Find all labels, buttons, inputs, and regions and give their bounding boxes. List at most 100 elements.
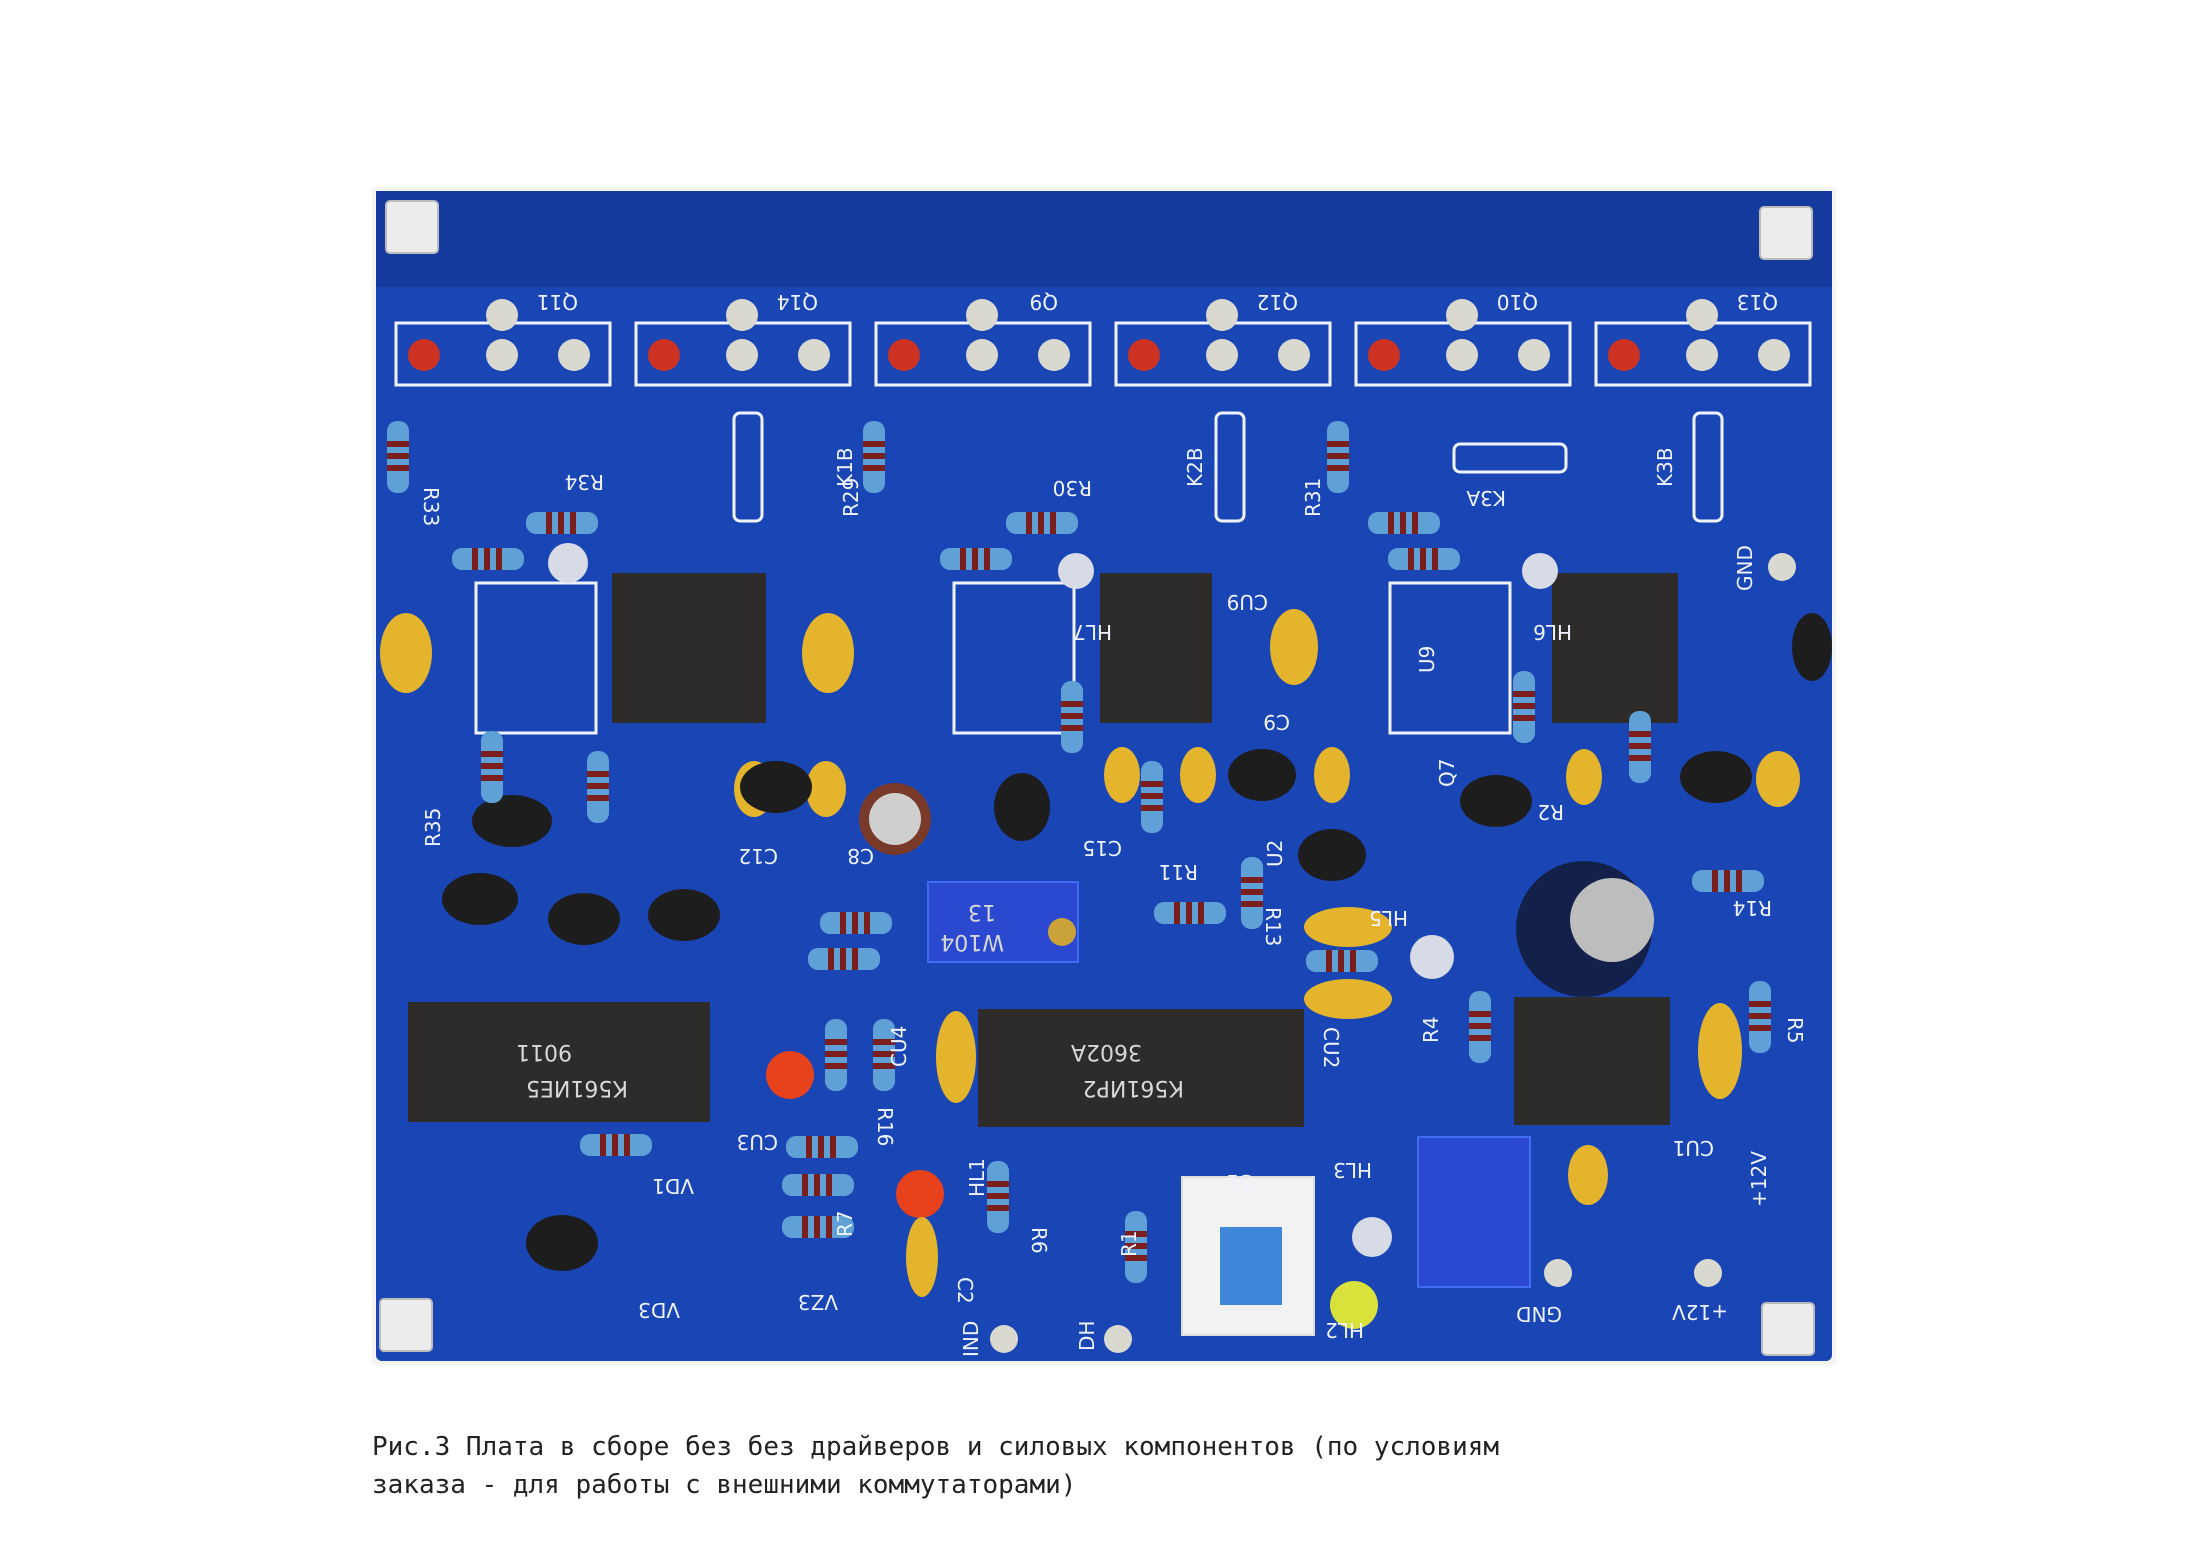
ceramic-capacitor [936,1011,976,1103]
led-yellow [1330,1281,1378,1329]
resistor-band [826,1216,832,1238]
resistor-band [873,1039,895,1045]
to92-transistor [1298,829,1366,881]
silk-label: VD3 [638,1298,680,1322]
ceramic-capacitor [1566,749,1602,805]
socket-pad [1686,339,1718,371]
silk-label: +12V [1747,1151,1771,1207]
resistor-band [1141,805,1163,811]
resistor-band [1432,548,1438,570]
silk-label: S1 [1227,1170,1252,1194]
resistor-band [1469,1023,1491,1029]
socket-pad [1128,339,1160,371]
ceramic-capacitor [1756,751,1800,807]
ceramic-capacitor [1104,747,1140,803]
resistor-band [802,1174,808,1196]
socket-pad [1686,299,1718,331]
resistor-band [1186,902,1192,924]
resistor-band [873,1063,895,1069]
ic-chip [1514,997,1670,1125]
resistor-band [873,1051,895,1057]
silk-label: GND [1516,1302,1562,1326]
resistor-band [863,441,885,447]
socket-pad [1608,339,1640,371]
silk-label: U2 [1263,840,1287,867]
led-red [766,1051,814,1099]
transistor-label: Q14 [777,290,818,314]
silk-label: VD1 [652,1174,694,1198]
resistor-band [806,1136,812,1158]
resistors [387,421,1771,1283]
resistor-band [863,453,885,459]
relay-footprint [1692,411,1724,523]
transistor-label: Q13 [1737,290,1778,314]
resistor-band [1141,781,1163,787]
to92-transistor [548,893,620,945]
socket-outline [952,581,1076,735]
ceramic-capacitor [1270,609,1318,685]
resistor-band [863,465,885,471]
ceramic-capacitors [380,609,1800,1297]
pcb-substrate [376,191,1832,1361]
resistor-band [825,1051,847,1057]
mounting-holes [379,200,1815,1356]
socket-pad [486,299,518,331]
socket-pad [648,339,680,371]
ceramic-capacitor [1304,979,1392,1019]
resistor-band [1141,793,1163,799]
chip-marking: W104 [940,929,1004,954]
resistor-band [972,548,978,570]
resistor-band [802,1216,808,1238]
connector-pads [990,553,1796,1353]
silk-label: C8 [847,844,874,868]
silk-label: IND [959,1321,983,1357]
resistor-band [818,1136,824,1158]
chip-marking: 9011 [516,1039,572,1064]
resistor-band [830,1136,836,1158]
ceramic-capacitor [1568,1145,1608,1205]
resistor-band [825,1039,847,1045]
led-clear [548,543,588,583]
socket-pad [1206,299,1238,331]
electrolytic-capacitor-top [1570,878,1654,962]
resistor-band [1469,1035,1491,1041]
to92-transistor [994,773,1050,841]
resistor-band [481,751,503,757]
silk-label: R11 [1159,860,1198,884]
resistor-band [1513,703,1535,709]
ic-chip [1552,573,1678,723]
resistor-band [1061,713,1083,719]
silk-label: R7 [833,1210,857,1237]
resistor-band [1327,465,1349,471]
silk-label: C9 [1263,710,1290,734]
ceramic-capacitor [906,1217,938,1297]
ceramic-capacitor [1698,1003,1742,1099]
socket-pad [558,339,590,371]
socket-pad [888,339,920,371]
mounting-hole [1759,206,1813,260]
silk-label: DH [1075,1321,1099,1351]
socket-pad [1038,339,1070,371]
resistor-band [814,1174,820,1196]
resistor-band [1061,725,1083,731]
ceramic-capacitor [806,761,846,817]
resistor-band [1724,870,1730,892]
mounting-hole [379,1298,433,1352]
resistor-band [825,1063,847,1069]
silk-label: R2 [1537,800,1564,824]
silk-label: R29 [839,478,863,517]
silk-label: R4 [1419,1016,1443,1043]
resistor-band [1629,743,1651,749]
silk-label: R13 [1261,907,1285,946]
silk-label: U9 [1415,646,1439,673]
silk-label: CU9 [1227,590,1268,614]
resistor-band [1420,548,1426,570]
silk-label: HL1 [965,1158,989,1197]
resistor-band [1350,950,1356,972]
caption-line-1: Рис.3 Плата в сборе без без драйверов и … [372,1432,1500,1462]
ceramic-capacitor [1180,747,1216,803]
silk-label: R14 [1733,896,1772,920]
resistor-band [1241,901,1263,907]
